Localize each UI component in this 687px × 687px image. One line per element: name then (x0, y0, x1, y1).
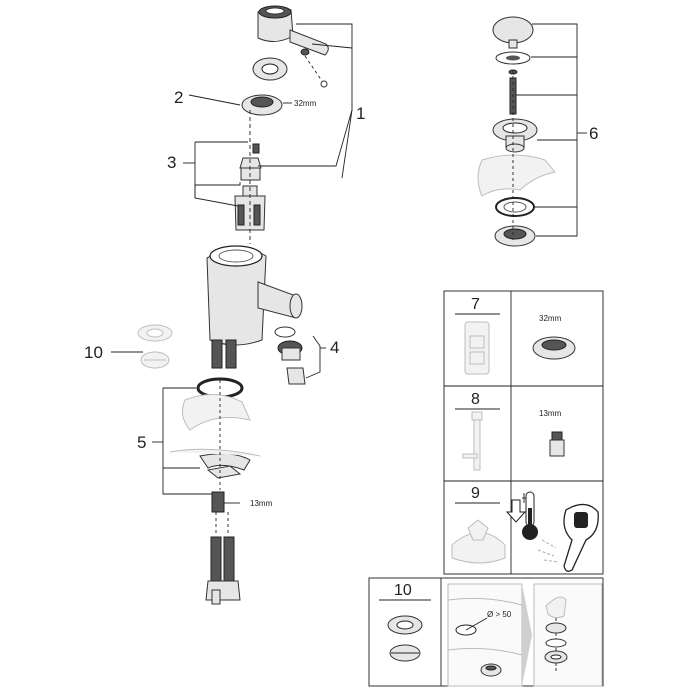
ring-32-icon (532, 336, 576, 360)
ring-size-label: 32mm (294, 99, 317, 108)
basin-ghost (477, 154, 556, 197)
waste-nut (494, 225, 536, 247)
cap-ring (252, 57, 288, 81)
cartridge-nut (239, 157, 262, 181)
thermometer-icon (522, 491, 538, 540)
install-panel: 10 Ø > 50 (368, 577, 604, 687)
waste-flange (492, 118, 538, 153)
callout-6: 6 (589, 124, 598, 143)
step-arrow-icon (522, 584, 532, 686)
nut-13-icon (549, 431, 565, 457)
handle-plug (320, 80, 328, 88)
lever-handle (257, 5, 329, 56)
tool-size-8: 13mm (539, 409, 562, 418)
flexible-hoses (205, 512, 241, 605)
tool-row-8: 8 13mm (455, 391, 565, 471)
tool-number-7: 7 (471, 296, 480, 313)
tool-row-7: 7 32mm (455, 296, 576, 375)
install-step-hole: Ø > 50 (447, 583, 523, 687)
small-screw (252, 143, 260, 154)
callout-lines (152, 23, 353, 495)
callout-5: 5 (137, 433, 146, 452)
water-spray-icon (537, 539, 559, 563)
tool-row-9: 9 (451, 485, 599, 572)
fixing-nut (211, 491, 225, 513)
tool-number-8: 8 (471, 391, 480, 408)
callout-2: 2 (174, 88, 183, 107)
tool-size-7: 32mm (539, 314, 562, 323)
callout-lines-right (516, 23, 587, 237)
install-number-10: 10 (394, 582, 412, 599)
popup-waste-assembly: 6 (477, 16, 598, 247)
cartridge-head-icon (451, 519, 506, 564)
install-step-fit (533, 583, 603, 687)
socket-wrench-icon (462, 411, 483, 471)
callout-3: 3 (167, 153, 176, 172)
lever-icon (563, 503, 599, 572)
waste-washer (495, 197, 535, 217)
fixing-bracket (169, 448, 261, 479)
callout-1: 1 (356, 104, 365, 123)
countertop-ghost (181, 394, 251, 431)
handle-screw (300, 48, 310, 56)
part-10-group: 10 (84, 324, 173, 369)
callout-4: 4 (330, 338, 339, 357)
tool-table: 7 32mm 8 13mm (443, 290, 604, 575)
assembly-tool-7-icon (464, 321, 490, 375)
cartridge (234, 185, 266, 231)
aerator-parts (274, 326, 306, 385)
hole-size-label: Ø > 50 (487, 610, 512, 619)
faucet-body (206, 245, 303, 346)
install-ring-icon (387, 615, 423, 662)
waste-plug (492, 16, 534, 44)
faucet-assembly: 1 2 32mm 3 4 5 13mm (137, 5, 365, 605)
nut-size-label: 13mm (250, 499, 273, 508)
down-arrow-icon (505, 499, 527, 523)
cover-nut (241, 94, 283, 116)
connection-threads (211, 339, 237, 369)
tool-number-9: 9 (471, 485, 480, 502)
callout-10: 10 (84, 343, 103, 362)
